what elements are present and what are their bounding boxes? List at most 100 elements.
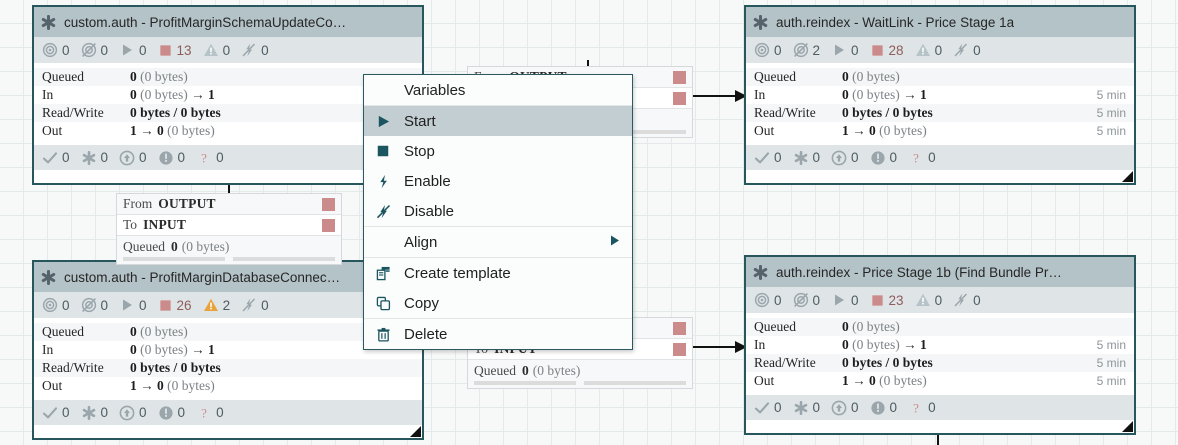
node-title: custom.auth - ProfitMarginSchemaUpdateCo… <box>64 14 347 30</box>
bolt-icon <box>376 174 400 189</box>
footer-value: 0 <box>100 150 109 165</box>
stat-value: 1 → 0 (0 bytes) <box>842 123 927 138</box>
stat-label: Out <box>754 373 775 388</box>
menu-separator <box>364 226 632 227</box>
asterisk-icon <box>752 14 769 31</box>
menu-item-stop[interactable]: Stop <box>364 136 632 166</box>
footer-not-transmitting: 0 <box>81 150 109 166</box>
footer-value: 0 <box>216 150 224 165</box>
stat-timeframe: 5 min <box>1096 124 1126 138</box>
status-value: 0 <box>774 292 782 308</box>
node-header[interactable]: custom.auth - ProfitMarginDatabaseConnec… <box>34 262 422 292</box>
status-active-threads: 0 <box>42 297 70 313</box>
node-title: auth.reindex - Price Stage 1b (Find Bund… <box>776 264 1062 280</box>
invalid-icon <box>203 297 219 313</box>
queued-label: Queued <box>474 362 516 378</box>
footer-value: 0 <box>812 400 821 415</box>
running-icon <box>119 297 135 313</box>
status-invalid: 0 <box>203 42 230 58</box>
terminated-threads-icon <box>793 42 809 58</box>
status-disabled: 0 <box>953 292 981 308</box>
menu-item-align[interactable]: Align <box>364 227 632 257</box>
menu-item-enable[interactable]: Enable <box>364 166 632 196</box>
footer-not-transmitting: 0 <box>81 405 108 421</box>
footer-transmitting: 0 <box>42 150 70 166</box>
stat-row: Read/Write 0 bytes / 0 bytes <box>34 359 422 377</box>
status-value: 0 <box>261 297 269 313</box>
running-icon <box>831 42 847 58</box>
stat-timeframe: 5 min <box>1096 88 1126 102</box>
stat-label: Read/Write <box>42 360 104 375</box>
stat-label: Out <box>754 123 775 138</box>
queue-size-gauge <box>584 381 686 385</box>
stat-value: 0 bytes / 0 bytes <box>130 105 221 120</box>
node-header[interactable]: auth.reindex - WaitLink - Price Stage 1a <box>746 7 1134 37</box>
processor-node[interactable]: custom.auth - ProfitMarginDatabaseConnec… <box>32 260 424 440</box>
footer-value: 0 <box>139 405 147 420</box>
transmitting-icon <box>754 400 770 416</box>
menu-item-variables[interactable]: Variables <box>364 75 632 105</box>
queue-gauges <box>117 257 341 264</box>
processor-node[interactable]: custom.auth - ProfitMarginSchemaUpdateCo… <box>32 5 424 185</box>
menu-item-label: Variables <box>404 81 466 99</box>
menu-item-label: Create template <box>404 264 511 282</box>
status-running: 0 <box>831 292 859 308</box>
footer-locally-modified: 0 <box>158 405 185 421</box>
queue-count-gauge <box>123 257 225 261</box>
stopped-indicator-icon <box>673 321 686 335</box>
menu-item-label: Disable <box>404 202 455 220</box>
resize-handle[interactable] <box>1122 421 1133 432</box>
stat-row: Out 1 → 0 (0 bytes) 5 min <box>746 122 1134 140</box>
asterisk-icon <box>40 14 57 31</box>
processor-node[interactable]: auth.reindex - Price Stage 1b (Find Bund… <box>744 255 1136 435</box>
svg-text:?: ? <box>201 150 207 165</box>
stat-label: Read/Write <box>754 355 816 370</box>
chevron-right-icon <box>610 234 620 251</box>
resize-handle[interactable] <box>1122 171 1133 182</box>
menu-item-copy[interactable]: Copy <box>364 288 632 318</box>
status-running: 0 <box>119 297 147 313</box>
node-header[interactable]: auth.reindex - Price Stage 1b (Find Bund… <box>746 257 1134 287</box>
sync-failure-icon: ? <box>908 150 924 166</box>
stat-label: Out <box>42 378 63 393</box>
queue-gauges <box>468 381 692 388</box>
menu-item-start[interactable]: Start <box>364 106 632 136</box>
footer-value: 0 <box>774 150 782 165</box>
up-to-date-icon <box>831 150 847 166</box>
node-header[interactable]: custom.auth - ProfitMarginSchemaUpdateCo… <box>34 7 422 37</box>
footer-locally-modified: 0 <box>158 150 185 166</box>
menu-item-create-template[interactable]: Create template <box>364 258 632 288</box>
status-value: 0 <box>934 42 943 58</box>
stat-timeframe: 5 min <box>1096 338 1126 352</box>
stat-value: 0 (0 bytes) → 1 <box>130 342 215 357</box>
footer-not-transmitting: 0 <box>793 400 821 416</box>
footer-value: 0 <box>928 150 936 165</box>
stopped-indicator-icon <box>322 197 335 211</box>
menu-item-delete[interactable]: Delete <box>364 319 632 349</box>
footer-value: 0 <box>889 400 898 415</box>
status-terminated-threads: 2 <box>793 42 820 58</box>
resize-handle[interactable] <box>410 426 421 437</box>
processor-node[interactable]: auth.reindex - WaitLink - Price Stage 1a… <box>744 5 1136 185</box>
template-icon <box>376 266 400 281</box>
footer-value: 0 <box>889 150 898 165</box>
stat-value: 0 (0 bytes) → 1 <box>842 87 927 102</box>
footer-transmitting: 0 <box>754 150 782 166</box>
menu-item-disable[interactable]: Disable <box>364 196 632 226</box>
copy-icon <box>376 296 400 311</box>
status-terminated-threads: 0 <box>81 297 108 313</box>
stat-value: 0 bytes / 0 bytes <box>130 360 221 375</box>
transmitting-icon <box>754 150 770 166</box>
